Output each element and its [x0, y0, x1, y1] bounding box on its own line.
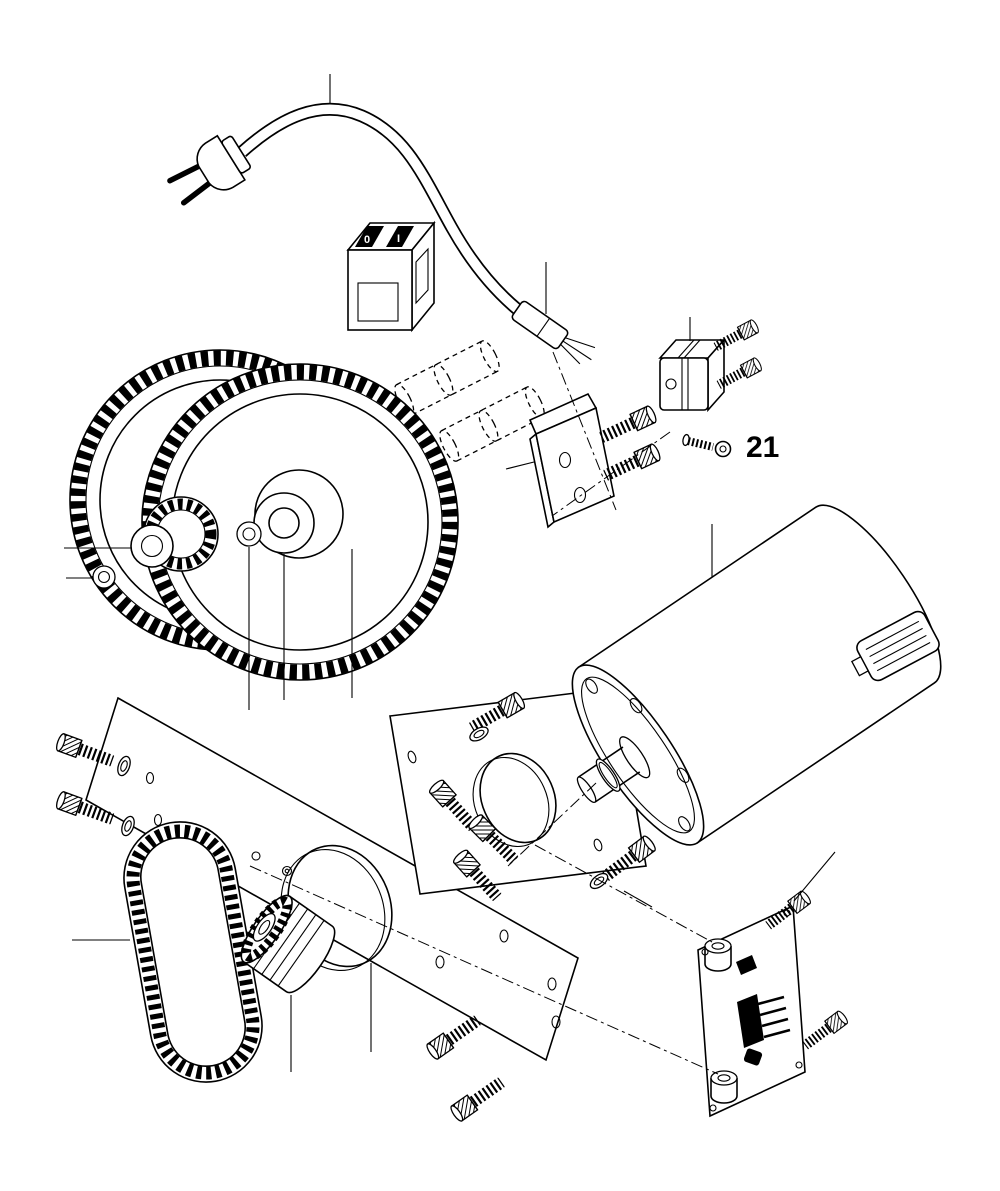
socket-head-screw — [425, 1013, 482, 1061]
retaining-ring — [92, 565, 116, 589]
motor-shaft — [576, 736, 651, 804]
wire-strand — [562, 340, 592, 361]
connector-pin — [763, 1028, 791, 1039]
socket-head-screw — [598, 405, 657, 445]
axis-line — [249, 865, 719, 1075]
wire-strand — [560, 343, 581, 365]
motor-brush-cap — [850, 610, 940, 682]
leader-line — [623, 890, 653, 908]
washer — [587, 869, 611, 893]
motor-flange-hole — [629, 697, 643, 714]
motor-flange-hole — [678, 816, 691, 832]
switch-rocker-on — [386, 226, 414, 247]
pcb-connector — [737, 994, 791, 1048]
axis-line — [551, 431, 671, 517]
axis-line — [534, 844, 713, 943]
motor-mounting-plate — [389, 687, 647, 895]
gear-hub — [253, 469, 344, 559]
plug-pin — [180, 180, 212, 206]
hub-washer — [236, 521, 262, 547]
assembly-axis-lines — [249, 351, 719, 1075]
cable-ferrule — [511, 300, 596, 365]
axis-line — [507, 782, 597, 867]
mounting-bracket — [528, 392, 615, 529]
wire-strand — [565, 337, 596, 349]
motor — [571, 504, 942, 846]
power-plug — [167, 134, 251, 206]
socket-head-screw — [713, 319, 760, 353]
switch-rocker-off — [355, 226, 384, 247]
connector-pin — [759, 1006, 787, 1017]
part-21-terminal — [682, 433, 732, 458]
pcb-capacitor — [743, 1048, 763, 1066]
spacer-standoffs — [394, 340, 545, 462]
motor-flange-hole — [676, 767, 690, 783]
drive-pinion — [240, 894, 336, 994]
motor-flange-hole — [585, 678, 598, 694]
pcb-standoff — [710, 1070, 738, 1104]
timing-belt — [123, 821, 263, 1083]
terminal-clamp-block — [658, 337, 726, 413]
plug-pin — [167, 163, 202, 184]
leader-line — [505, 461, 535, 470]
connector-pin — [761, 1017, 789, 1028]
pcb-assembly — [697, 904, 806, 1118]
switch-off-mark: 0 — [364, 234, 370, 246]
callout-21: 21 — [746, 431, 779, 464]
standoff-lower — [439, 386, 545, 462]
socket-head-screw — [449, 1075, 506, 1123]
socket-head-screw — [801, 1010, 849, 1051]
power-cord-assembly — [167, 102, 596, 365]
leader-line — [793, 851, 836, 902]
pcb-standoff — [704, 938, 732, 972]
socket-head-screw — [602, 443, 661, 483]
power-switch: 0 I — [346, 220, 436, 333]
connector-pin — [757, 995, 785, 1006]
leader-lines — [64, 74, 836, 1072]
switch-on-mark: I — [397, 233, 400, 245]
axis-line — [552, 351, 617, 511]
gear-cluster — [69, 349, 459, 681]
gear-bore — [130, 524, 174, 568]
pcb-chip — [736, 955, 757, 975]
